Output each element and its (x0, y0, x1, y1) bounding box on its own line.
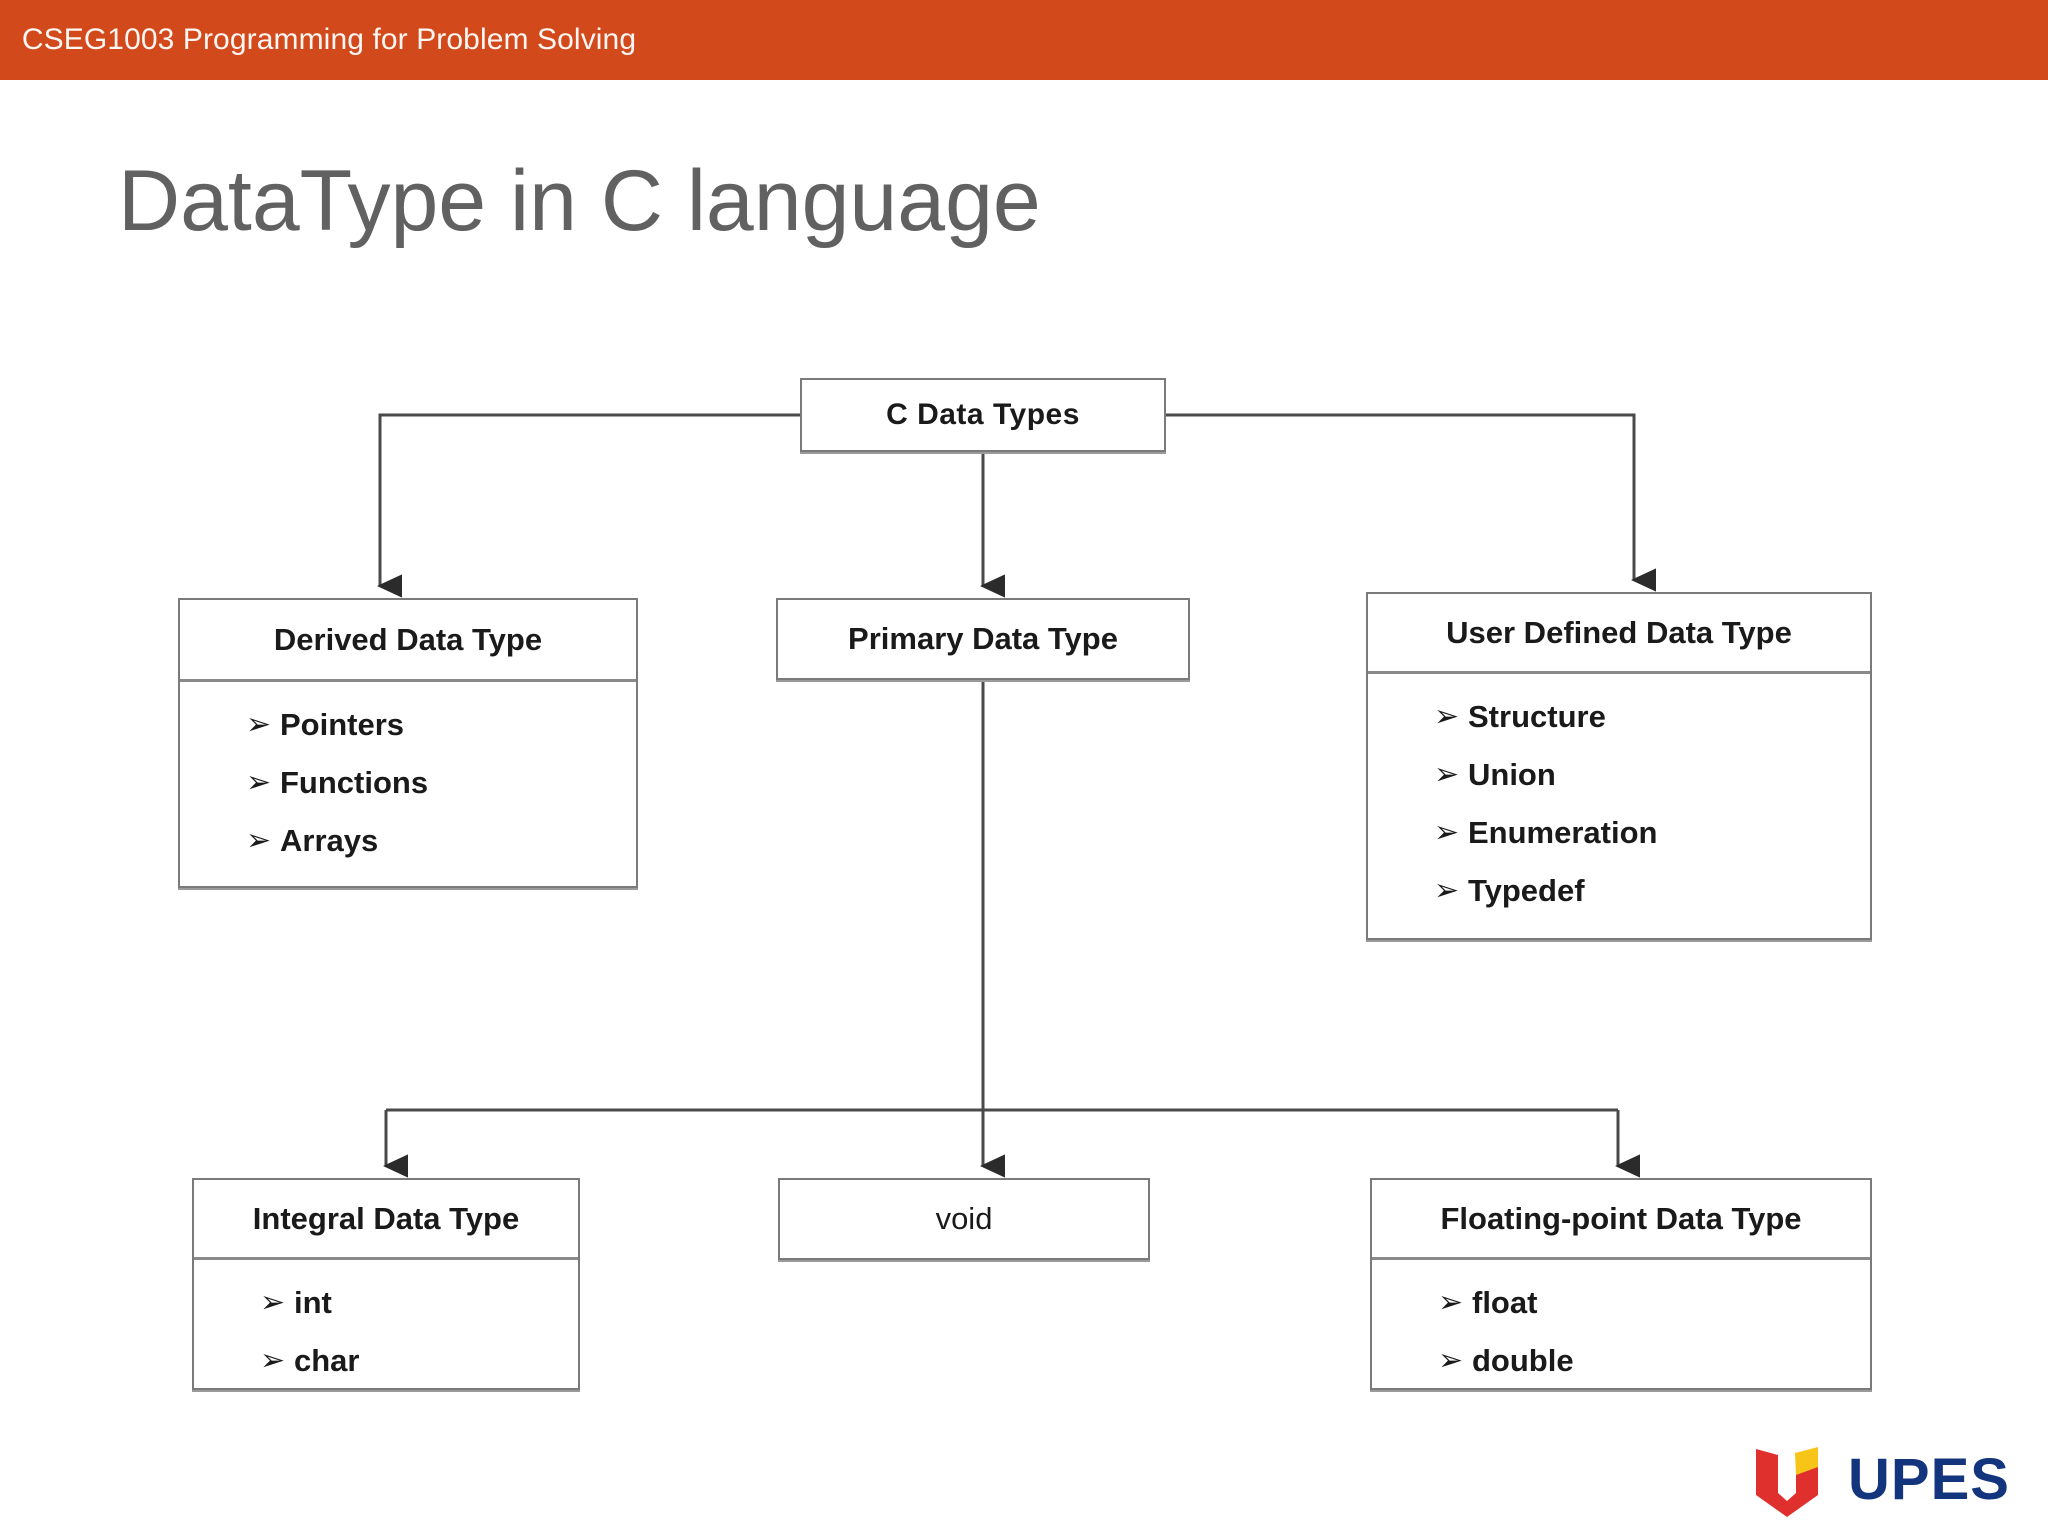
list-item: ➢ Arrays (180, 812, 636, 870)
list-item-label: float (1472, 1285, 1538, 1320)
list-item: ➢ Structure (1368, 688, 1870, 746)
course-banner-text: CSEG1003 Programming for Problem Solving (21, 22, 637, 56)
node-primary-data-type[interactable]: Primary Data Type (776, 598, 1190, 680)
list-item-label: Structure (1468, 699, 1606, 734)
list-item: ➢ float (1372, 1274, 1870, 1332)
list-item: ➢ int (194, 1274, 578, 1332)
node-user-defined-data-type-list: ➢ Structure ➢ Union ➢ Enumeration ➢ Type… (1368, 674, 1870, 934)
arrow-bullet-icon: ➢ (260, 1285, 286, 1320)
arrow-bullet-icon: ➢ (1434, 699, 1460, 734)
edge-root-to-derived (377, 413, 800, 598)
arrow-bullet-icon: ➢ (246, 707, 272, 742)
arrow-bullet-icon: ➢ (1434, 815, 1460, 850)
list-item: ➢ Union (1368, 746, 1870, 804)
arrow-bullet-icon: ➢ (246, 765, 272, 800)
list-item-label: Functions (280, 765, 429, 800)
list-item-label: Pointers (280, 707, 405, 742)
node-user-defined-data-type-label: User Defined Data Type (1368, 594, 1870, 674)
node-void[interactable]: void (778, 1178, 1150, 1260)
node-floating-point-data-type-label: Floating-point Data Type (1372, 1180, 1870, 1260)
node-void-label: void (935, 1201, 993, 1236)
node-integral-data-type-label: Integral Data Type (194, 1180, 578, 1260)
node-derived-data-type-list: ➢ Pointers ➢ Functions ➢ Arrays (180, 682, 636, 884)
arrow-bullet-icon: ➢ (260, 1343, 286, 1378)
list-item-label: int (294, 1285, 332, 1320)
arrow-bullet-icon: ➢ (246, 823, 272, 858)
upes-shield-icon (1756, 1447, 1818, 1517)
node-derived-data-type[interactable]: Derived Data Type ➢ Pointers ➢ Functions… (178, 598, 638, 888)
node-floating-point-data-type[interactable]: Floating-point Data Type ➢ float ➢ doubl… (1370, 1178, 1872, 1390)
edge-root-to-userdefined (1166, 413, 1657, 592)
list-item: ➢ char (194, 1332, 578, 1390)
list-item-label: Arrays (280, 823, 379, 858)
node-primary-data-type-label: Primary Data Type (848, 621, 1118, 656)
arrow-bullet-icon: ➢ (1434, 757, 1460, 792)
node-floating-point-data-type-list: ➢ float ➢ double (1372, 1260, 1870, 1404)
upes-logo: UPES (1748, 1438, 2024, 1522)
list-item-label: Enumeration (1468, 815, 1658, 850)
course-banner: CSEG1003 Programming for Problem Solving (0, 0, 2048, 80)
list-item: ➢ Functions (180, 754, 636, 812)
list-item-label: Union (1468, 757, 1556, 792)
node-c-data-types[interactable]: C Data Types (800, 378, 1166, 452)
node-user-defined-data-type[interactable]: User Defined Data Type ➢ Structure ➢ Uni… (1366, 592, 1872, 940)
list-item: ➢ Enumeration (1368, 804, 1870, 862)
list-item: ➢ double (1372, 1332, 1870, 1390)
node-c-data-types-label: C Data Types (886, 398, 1080, 431)
list-item-label: char (294, 1343, 360, 1378)
page-title: DataType in C language (118, 153, 1041, 249)
list-item: ➢ Typedef (1368, 862, 1870, 920)
list-item-label: Typedef (1468, 873, 1585, 908)
node-derived-data-type-label: Derived Data Type (180, 600, 636, 682)
list-item-label: double (1472, 1343, 1574, 1378)
list-item: ➢ Pointers (180, 696, 636, 754)
node-integral-data-type-list: ➢ int ➢ char (194, 1260, 578, 1404)
node-integral-data-type[interactable]: Integral Data Type ➢ int ➢ char (192, 1178, 580, 1390)
upes-wordmark: UPES (1848, 1447, 2010, 1512)
arrow-bullet-icon: ➢ (1438, 1343, 1464, 1378)
arrow-bullet-icon: ➢ (1438, 1285, 1464, 1320)
arrow-bullet-icon: ➢ (1434, 873, 1460, 908)
